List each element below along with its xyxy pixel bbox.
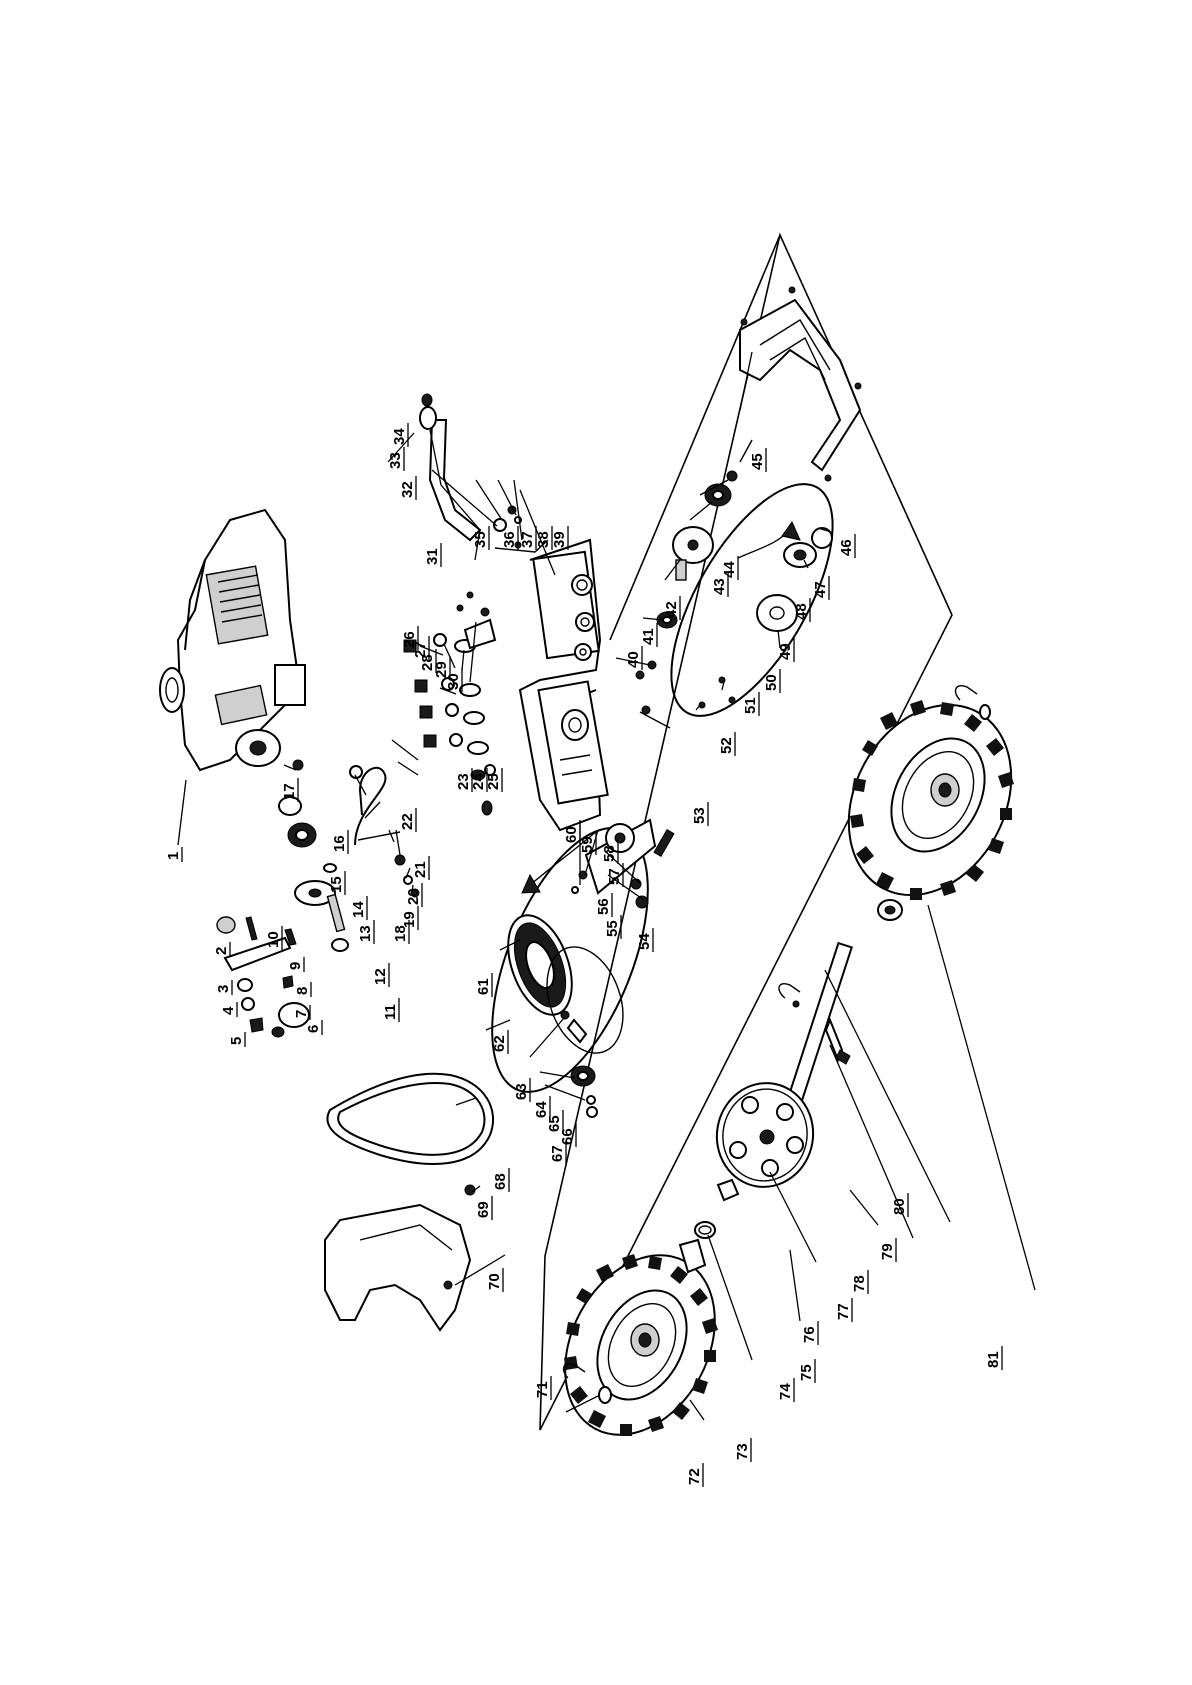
callout-label: 78 xyxy=(851,1275,868,1292)
callout-label: 19 xyxy=(401,911,418,928)
callout-label: 8 xyxy=(294,987,311,995)
callout-label: 22 xyxy=(399,813,416,830)
callout-label: 40 xyxy=(625,651,642,668)
callout-label: 30 xyxy=(445,673,462,690)
callout-label: 66 xyxy=(559,1128,576,1145)
right-wheel xyxy=(817,676,1043,923)
callout-label: 54 xyxy=(636,933,653,950)
callout-label: 5 xyxy=(228,1037,245,1045)
callout-label: 25 xyxy=(485,773,502,790)
callout-label: 14 xyxy=(350,901,367,918)
callout-label: 34 xyxy=(391,428,408,445)
callout-label: 36 xyxy=(501,531,518,548)
callout-label: 45 xyxy=(749,453,766,470)
callout-label: 60 xyxy=(563,826,580,843)
callout-label: 51 xyxy=(742,697,759,714)
callout-label: 39 xyxy=(551,531,568,548)
callout-label: 43 xyxy=(711,578,728,595)
callout-label: 49 xyxy=(777,643,794,660)
callout-label: 63 xyxy=(513,1083,530,1100)
callout-label: 50 xyxy=(763,674,780,691)
callout-label: 47 xyxy=(812,581,829,598)
callout-label: 44 xyxy=(721,561,738,578)
callout-label: 48 xyxy=(793,603,810,620)
callout-label: 46 xyxy=(838,539,855,556)
callout-label: 2 xyxy=(213,947,230,955)
callout-label: 41 xyxy=(640,628,657,645)
callout-label: 11 xyxy=(382,1004,399,1020)
callout-label: 13 xyxy=(357,925,374,942)
callout-label: 79 xyxy=(879,1243,896,1260)
callout-label: 4 xyxy=(220,1006,237,1015)
callout-label: 9 xyxy=(287,962,304,970)
callout-label: 72 xyxy=(686,1468,703,1485)
callout-label: 69 xyxy=(475,1201,492,1218)
callout-label: 74 xyxy=(777,1383,794,1400)
callout-label: 10 xyxy=(265,931,282,948)
callout-label: 58 xyxy=(601,845,618,862)
callout-label: 17 xyxy=(281,783,298,800)
callout-label: 1 xyxy=(165,852,182,860)
callout-label: 12 xyxy=(372,968,389,985)
callout-label: 38 xyxy=(535,531,552,548)
callout-label: 53 xyxy=(691,807,708,824)
drive-pulley-assembly xyxy=(460,807,680,1117)
callout-label: 62 xyxy=(491,1035,508,1052)
callout-label: 7 xyxy=(293,1010,310,1018)
callout-label: 81 xyxy=(985,1351,1002,1368)
callout-label: 76 xyxy=(801,1326,818,1343)
callout-label: 35 xyxy=(472,531,489,548)
output-shaft-assembly xyxy=(639,440,864,740)
callout-label: 6 xyxy=(305,1025,322,1033)
callout-label: 56 xyxy=(595,898,612,915)
callout-label: 52 xyxy=(718,737,735,754)
gearbox-housing xyxy=(520,540,650,830)
callout-label: 75 xyxy=(798,1364,815,1381)
callout-label: 33 xyxy=(387,452,404,469)
callout-label: 20 xyxy=(405,888,422,905)
callout-label: 3 xyxy=(215,985,232,993)
callout-label: 31 xyxy=(424,548,441,565)
callout-label: 80 xyxy=(891,1198,908,1215)
callout-label: 67 xyxy=(549,1145,566,1162)
callout-label: 15 xyxy=(328,876,345,893)
belt-guard xyxy=(325,1185,475,1330)
callout-label: 61 xyxy=(475,978,492,995)
callout-label: 68 xyxy=(492,1173,509,1190)
callout-label: 21 xyxy=(412,861,429,878)
callout-label: 32 xyxy=(399,481,416,498)
callout-label: 55 xyxy=(604,920,621,937)
mount-parts xyxy=(217,917,309,1037)
callout-label: 77 xyxy=(835,1303,852,1320)
engine xyxy=(160,510,305,770)
callout-label: 73 xyxy=(734,1443,751,1460)
drive-belt xyxy=(327,1074,493,1164)
chain-guard xyxy=(740,287,861,481)
callout-label: 42 xyxy=(663,601,680,618)
callout-label: 37 xyxy=(519,531,536,548)
callout-label: 57 xyxy=(606,868,623,885)
callout-label: 59 xyxy=(579,836,596,853)
left-wheel xyxy=(535,1229,744,1461)
callout-label: 70 xyxy=(486,1273,503,1290)
clutch-parts xyxy=(279,797,348,951)
callout-label: 71 xyxy=(534,1381,551,1398)
callout-label: 16 xyxy=(331,835,348,852)
assembly-frame-line xyxy=(610,235,780,640)
